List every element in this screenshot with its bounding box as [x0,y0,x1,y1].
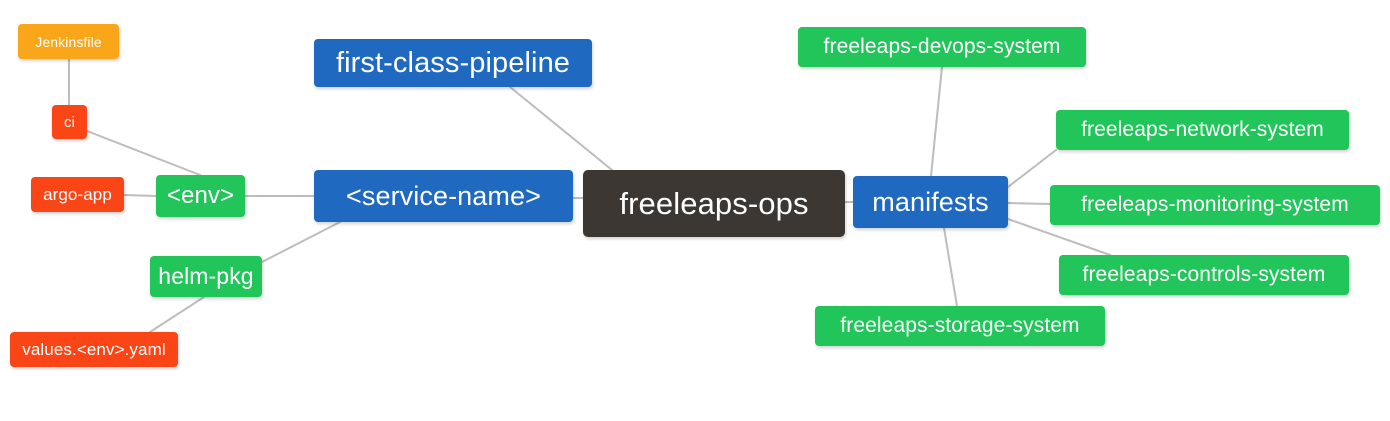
edge-manifests-to-freeleaps-devops-system [930,66,943,177]
node-freeleaps-ops[interactable]: freeleaps-ops [583,170,845,237]
node-jenkinsfile[interactable]: Jenkinsfile [18,24,119,59]
node-freeleaps-devops-system[interactable]: freeleaps-devops-system [798,27,1086,67]
node-freeleaps-monitoring-system[interactable]: freeleaps-monitoring-system [1050,185,1380,225]
edge-helm-pkg-to-service-name [261,221,341,263]
edge-manifests-to-freeleaps-monitoring-system [1007,202,1051,205]
node-argo-app[interactable]: argo-app [31,177,124,212]
node-service-name[interactable]: <service-name> [314,170,573,222]
node-env[interactable]: <env> [156,175,245,217]
edge-manifests-to-freeleaps-network-system [1007,149,1057,188]
edge-first-class-pipeline-to-freeleaps-ops [509,86,613,171]
edge-manifests-to-freeleaps-storage-system [943,227,958,307]
node-freeleaps-network-system[interactable]: freeleaps-network-system [1056,110,1349,150]
node-freeleaps-storage-system[interactable]: freeleaps-storage-system [815,306,1105,346]
edge-argo-app-to-env [123,194,157,197]
node-manifests[interactable]: manifests [853,176,1008,228]
node-freeleaps-controls-system[interactable]: freeleaps-controls-system [1059,255,1349,295]
edge-values-yaml-to-helm-pkg [149,296,205,333]
node-values-yaml[interactable]: values.<env>.yaml [10,332,178,367]
node-helm-pkg[interactable]: helm-pkg [150,256,262,297]
node-first-class-pipeline[interactable]: first-class-pipeline [314,39,592,87]
node-ci[interactable]: ci [52,105,87,139]
edge-ci-to-env [86,130,201,176]
